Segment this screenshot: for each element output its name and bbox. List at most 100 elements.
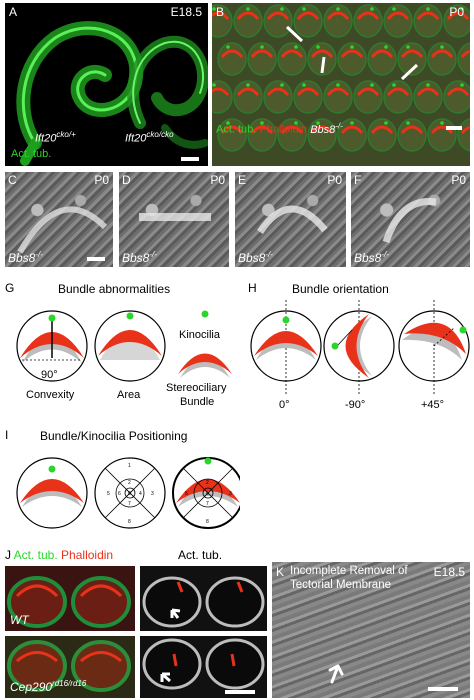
angle-0-label: 0° <box>279 399 290 411</box>
stereocilia-bundle <box>266 87 290 97</box>
hair-cell <box>427 42 457 76</box>
kinocilium <box>280 83 284 87</box>
hair-cell <box>217 118 247 152</box>
kinocilium <box>460 83 464 87</box>
hair-cell <box>277 42 307 76</box>
stereocilia-bundle <box>296 11 320 21</box>
kinocilium <box>246 7 250 11</box>
panel-j-mutant-acttub <box>140 636 267 698</box>
stereocilia-bundle <box>220 125 244 135</box>
zone-label: 7 <box>128 501 131 507</box>
kinocilium <box>302 83 306 87</box>
arrow <box>400 63 419 81</box>
position-overlay: 2 5 3 0 7 8 <box>172 457 240 529</box>
stereocilia-bundle <box>280 125 304 135</box>
stereocilia-bundle <box>326 11 350 21</box>
stereocilia-bundle <box>430 49 454 59</box>
hair-cell <box>323 4 353 38</box>
kinocilium <box>260 45 264 49</box>
angle-plus-45-label: +45° <box>421 399 444 411</box>
zone-label: 7 <box>206 501 209 507</box>
hair-cell <box>443 4 470 38</box>
panel-j-wt-acttub <box>140 566 267 631</box>
convexity-diagram: 90° Convexity <box>16 310 88 401</box>
kinocilium <box>350 121 354 125</box>
orientation-0: 0° <box>250 300 322 411</box>
stage-label: E18.5 <box>170 5 202 19</box>
hair-cell <box>307 118 337 152</box>
kinocilium <box>392 83 396 87</box>
stain-legend: Act. tub. Phalloidin Bbs8-/- <box>216 121 343 136</box>
kinocilium <box>246 83 250 87</box>
kinocilium <box>440 121 444 125</box>
zone-label: 4 <box>139 491 142 497</box>
kinocilium <box>406 45 410 49</box>
genotype-label: Bbs8-/- <box>8 250 43 265</box>
hair-cell <box>353 80 383 114</box>
panel-i-diagram: I Bundle/Kinocilia Positioning 1 5 3 8 2… <box>5 428 240 529</box>
panel-g-diagram: G Bundle abnormalities 90° Convexity Are… <box>5 281 232 408</box>
stereocilia-bundle <box>280 49 304 59</box>
hair-cell <box>323 80 353 114</box>
kinocilium <box>316 45 320 49</box>
stereocilia-bundle <box>250 49 274 59</box>
kinocilium <box>350 45 354 49</box>
stereocilia-bundle <box>416 11 440 21</box>
zone-label: 0 <box>128 491 131 497</box>
kinocilium <box>384 121 388 125</box>
hair-cell <box>293 4 323 38</box>
genotype-left: Ift20cko/+ <box>35 130 76 145</box>
kinocilium <box>370 83 374 87</box>
stage-label: E18.5 <box>433 565 465 579</box>
position-grid: 1 5 3 8 2 6 4 7 0 <box>94 457 166 529</box>
kinocilium <box>260 121 264 125</box>
zone-label: 3 <box>229 491 232 497</box>
stereocilia-bundle <box>250 125 274 135</box>
stage-label: P0 <box>210 173 225 187</box>
panel-letter: A <box>9 5 18 19</box>
figure-annotation-line1: Incomplete Removal of <box>290 565 408 577</box>
hair-cell <box>383 4 413 38</box>
panel-k-image: K Incomplete Removal of Tectorial Membra… <box>272 562 470 698</box>
genotype-label: Bbs8-/- <box>122 250 157 265</box>
kinocilium <box>426 83 430 87</box>
panel-letter: G <box>5 281 14 295</box>
kinocilium <box>336 7 340 11</box>
stereocilia-bundle <box>400 49 424 59</box>
genotype-label: Cep290rd16/rd16 <box>10 679 87 694</box>
kinocilia-label: Kinocilia <box>179 329 221 341</box>
kinocilium <box>212 83 216 87</box>
scale-bar <box>446 126 462 130</box>
stereocilia-bundle <box>310 49 334 59</box>
hair-cell <box>233 80 263 114</box>
hair-cell <box>277 118 307 152</box>
kinocilium <box>460 7 464 11</box>
stereocilia-bundle <box>430 125 454 135</box>
panel-j-header: J Act. tub. Phalloidin <box>5 548 114 562</box>
kinocilium <box>316 121 320 125</box>
hair-cell <box>263 4 293 38</box>
panel-a-image: A E18.5 Ift20cko/+ Ift20cko/cko Act. tub… <box>5 3 208 166</box>
kinocilium <box>406 121 410 125</box>
hair-cell <box>247 42 277 76</box>
kinocilium <box>336 83 340 87</box>
stereocilia-bundle <box>266 11 290 21</box>
kinocilium <box>302 7 306 11</box>
stereocilia-bundle <box>356 87 380 97</box>
stain-label: Act. tub. <box>11 148 52 160</box>
orientation-plus-45: +45° <box>398 300 470 411</box>
genotype-right: Ift20cko/cko <box>125 130 174 145</box>
panel-j-right-title: Act. tub. <box>178 548 223 562</box>
kinocilium <box>212 7 216 11</box>
convexity-label: Convexity <box>26 389 75 401</box>
zone-label: 2 <box>128 480 131 486</box>
panel-letter: E <box>238 173 247 187</box>
stereocilia-bundle <box>356 11 380 21</box>
zone-label: 3 <box>151 491 154 497</box>
stereocilia-bundle <box>212 11 230 21</box>
kinocilium <box>392 7 396 11</box>
panel-f-image: F P0 Bbs8-/- <box>351 172 470 267</box>
genotype-label: Bbs8-/- <box>354 250 389 265</box>
kinocilium <box>294 121 298 125</box>
kinocilium <box>384 45 388 49</box>
